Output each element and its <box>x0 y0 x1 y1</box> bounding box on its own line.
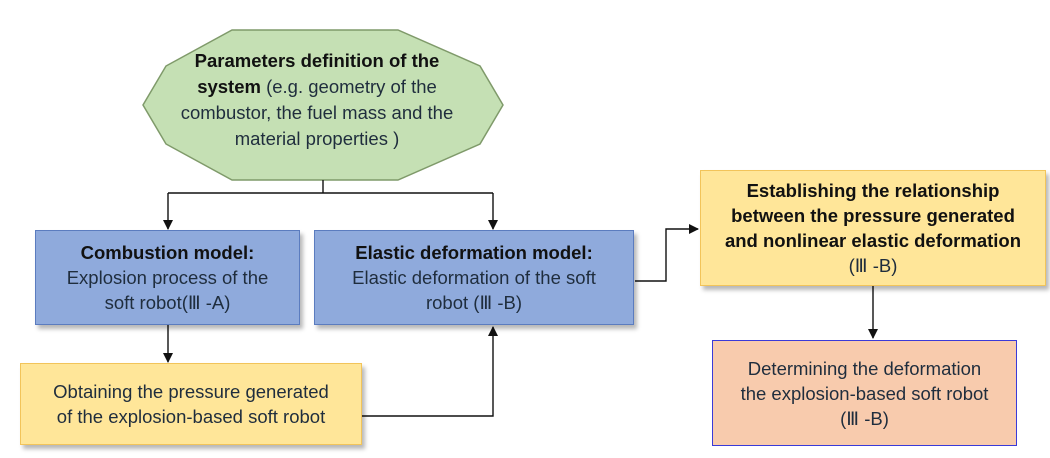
combustion-line1: Explosion process of the <box>66 267 269 288</box>
pressure-line2: of the explosion-based soft robot <box>56 406 326 427</box>
relationship-line2: between the pressure generated <box>731 205 1015 226</box>
parameters-text: (e.g. geometry of the combustor, the fue… <box>180 76 454 149</box>
pressure-line1: Obtaining the pressure generated <box>53 381 329 402</box>
parameters-title: Parameters definition of the system <box>194 50 440 97</box>
combustion-title: Combustion model <box>80 242 249 263</box>
combustion-line2: soft robot(Ⅲ -A) <box>104 292 231 313</box>
elastic-line2: robot (Ⅲ -B) <box>425 292 523 313</box>
pressure-node: Obtaining the pressure generated of the … <box>20 363 362 445</box>
relationship-line3: and nonlinear elastic deformation <box>724 230 1022 251</box>
arrow-to-combustion <box>168 192 493 229</box>
elastic-deformation-node: Elastic deformation model: Elastic defor… <box>314 230 634 325</box>
arrow-pressure-to-elastic <box>362 326 498 417</box>
combustion-model-node: Combustion model: Explosion process of t… <box>35 230 300 325</box>
determining-line1: Determining the deformation <box>747 357 982 379</box>
elastic-title: Elastic deformation model <box>355 242 587 263</box>
determining-line2: the explosion-based soft robot <box>740 382 989 404</box>
arrow-elastic-to-relationship <box>635 224 699 282</box>
determining-node: Determining the deformation the explosio… <box>712 340 1017 446</box>
relationship-line1: Establishing the relationship <box>746 180 1000 201</box>
relationship-node: Establishing the relationship between th… <box>700 170 1046 286</box>
connectors <box>168 180 878 417</box>
parameters-node: Parameters definition of the system (e.g… <box>172 48 462 152</box>
determining-line3: (Ⅲ -B) <box>840 407 889 429</box>
elastic-line1: Elastic deformation of the soft <box>352 267 596 288</box>
relationship-line4: (Ⅲ -B) <box>848 255 898 276</box>
parameters-octagon <box>142 29 504 181</box>
